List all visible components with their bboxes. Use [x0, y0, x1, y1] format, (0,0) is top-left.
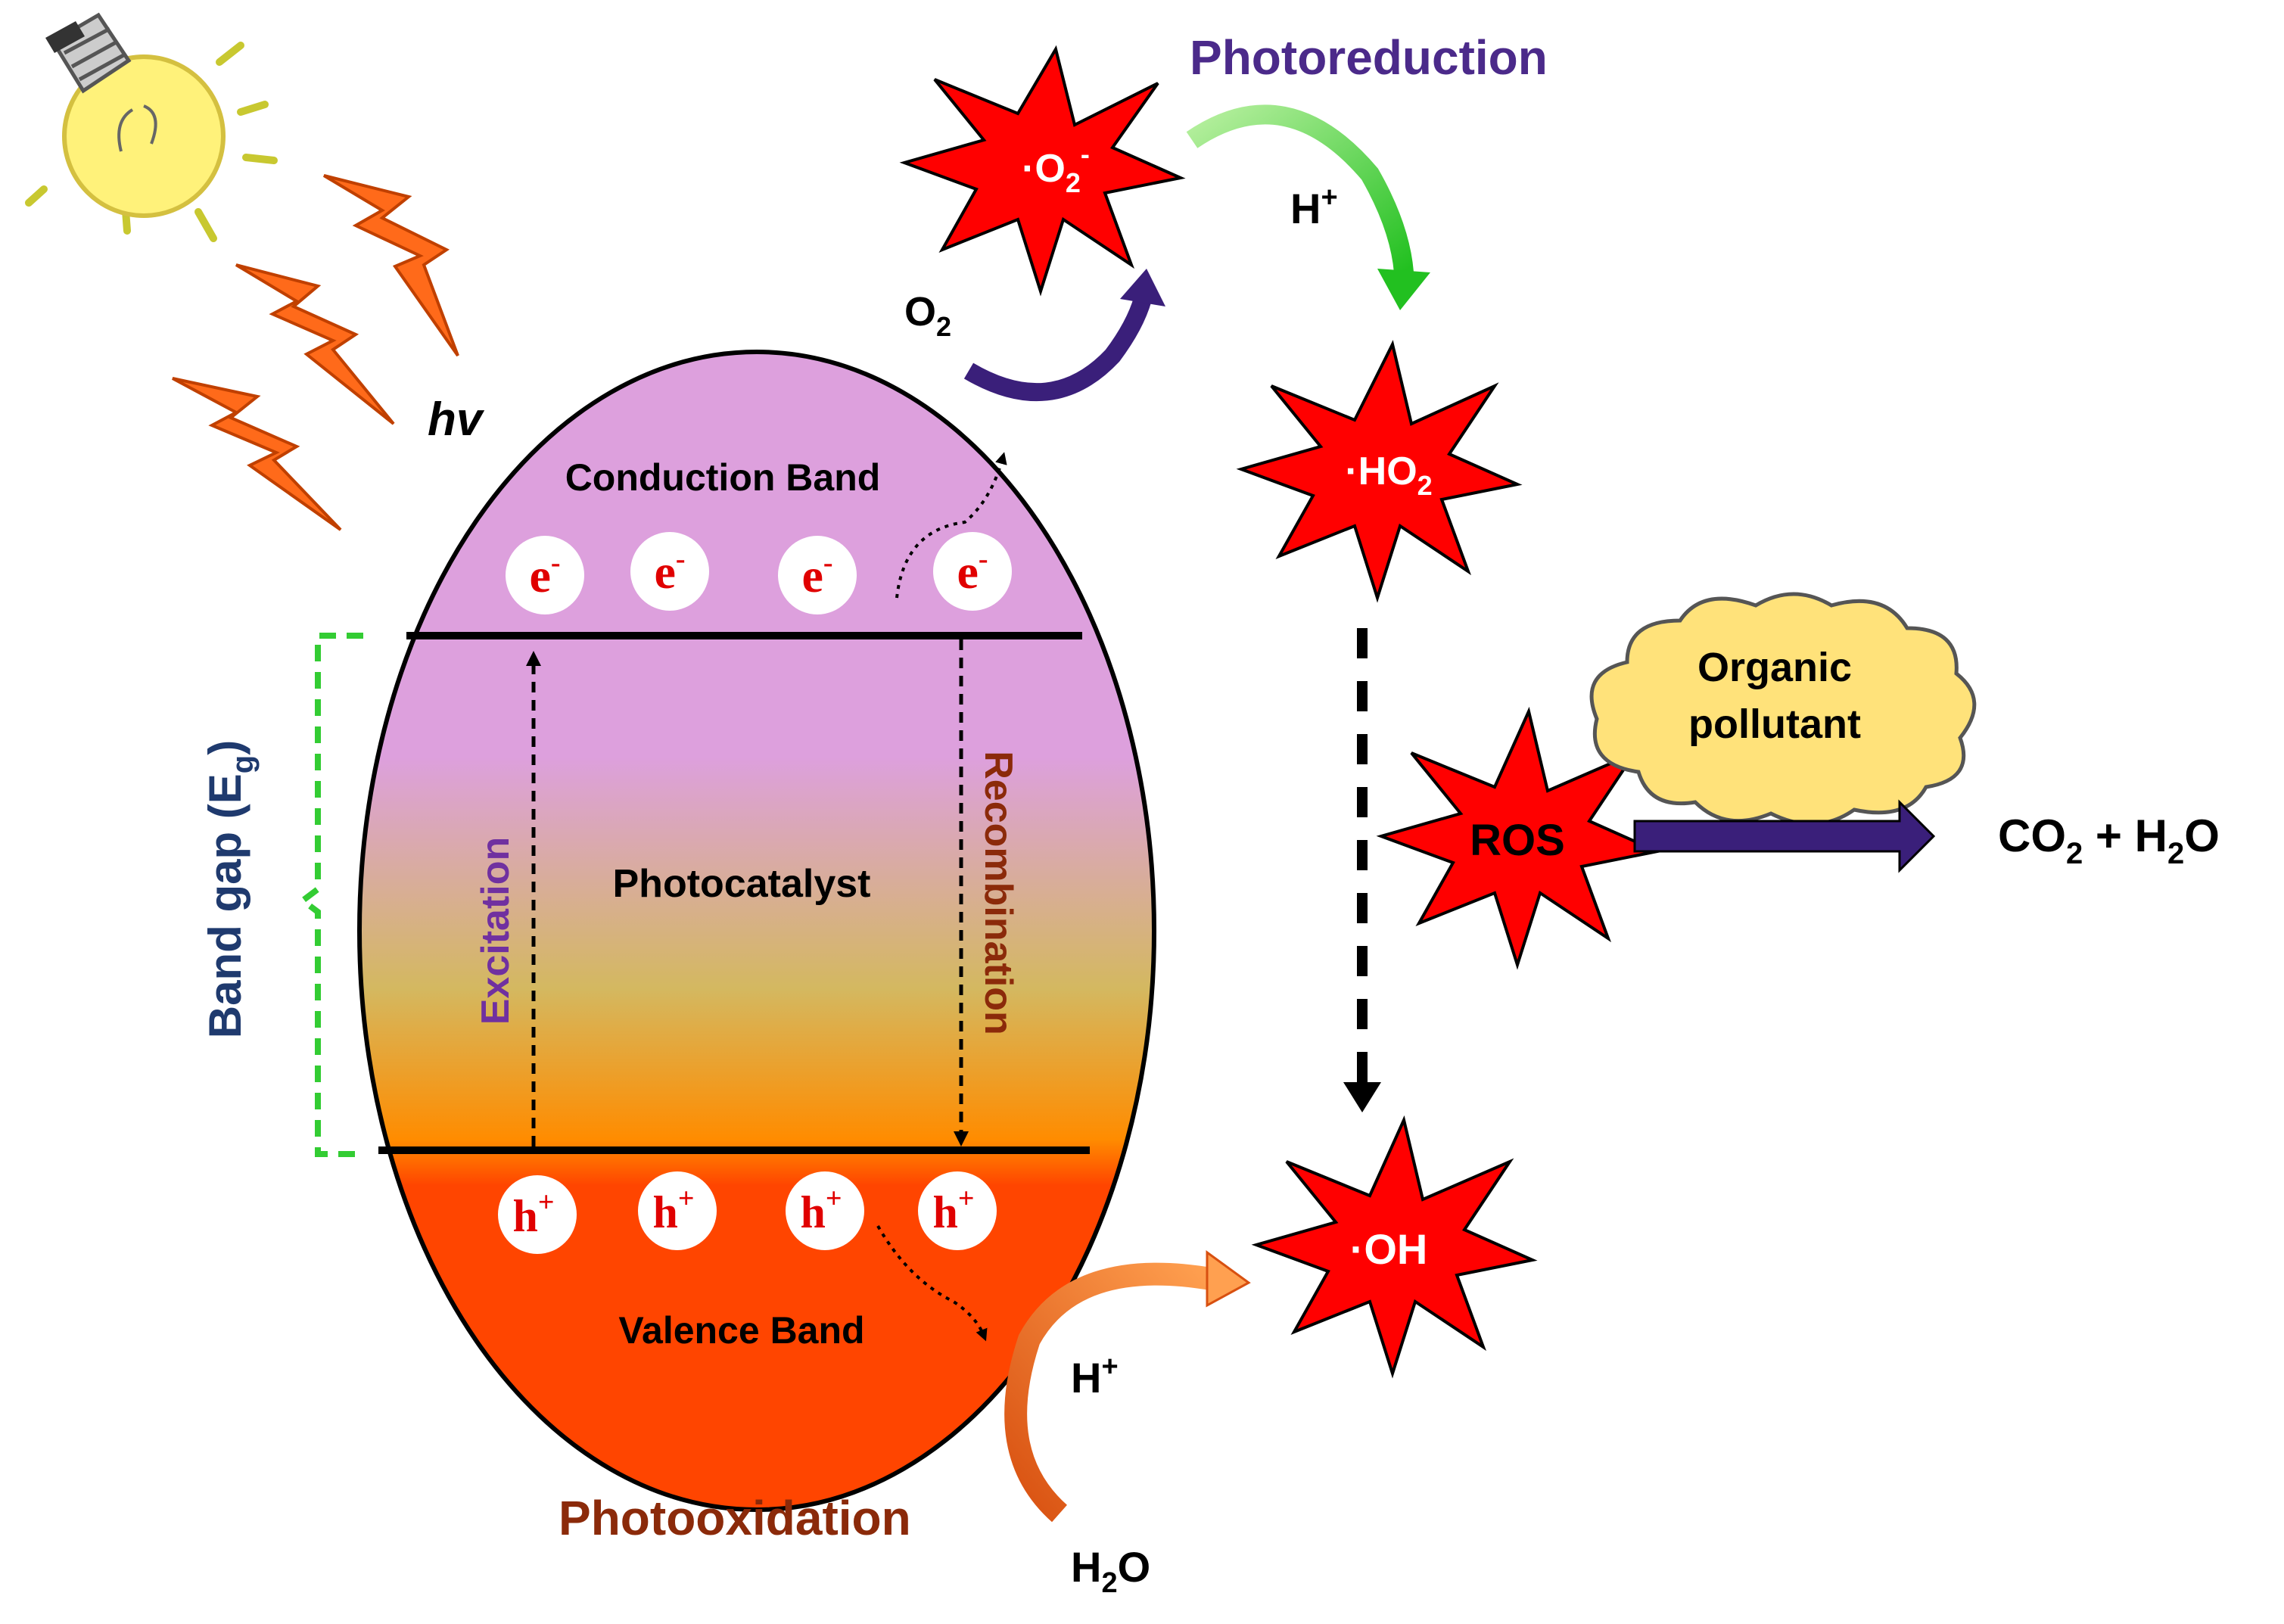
svg-text:e-: e-	[654, 543, 685, 599]
light-bulb-icon	[25, 12, 278, 242]
photoreduction-label: Photoreduction	[1190, 30, 1548, 85]
hole: h+	[786, 1171, 864, 1250]
organic-pollutant-label-2: pollutant	[1688, 702, 1861, 747]
hole: h+	[498, 1175, 577, 1254]
ros-label: ROS	[1470, 816, 1565, 865]
electron: e-	[778, 536, 857, 614]
hydroxyl-label: ·OH	[1350, 1225, 1428, 1273]
photocatalyst-label: Photocatalyst	[613, 862, 871, 906]
electrons-row: e- e- e- e-	[506, 532, 1012, 614]
photooxidation-label: Photooxidation	[559, 1491, 911, 1545]
hydroperoxyl-label: ·HO2	[1345, 450, 1432, 501]
hydroxyl-star	[1251, 1115, 1538, 1379]
hole: h+	[918, 1171, 997, 1250]
organic-pollutant-cloud	[1589, 592, 1977, 826]
svg-text:e-: e-	[801, 547, 832, 602]
degradation-arrow	[1633, 799, 1936, 873]
organic-pollutant-label-1: Organic	[1697, 645, 1852, 690]
svg-text:h+: h+	[652, 1183, 694, 1237]
water-label: H2O	[1071, 1543, 1150, 1599]
conduction-band-label: Conduction Band	[565, 456, 881, 499]
ros-dashed-arrowhead	[1343, 1082, 1381, 1112]
lightning-icons	[172, 174, 459, 531]
hydroperoxyl-star	[1236, 340, 1523, 603]
electron-transfer-arrow	[895, 452, 1007, 599]
ros-star	[1376, 706, 1663, 970]
electron: e-	[933, 532, 1012, 611]
superoxide-label: ·O2-	[1022, 138, 1090, 198]
svg-text:h+: h+	[512, 1187, 554, 1241]
band-gap-label: Band gap (Eg)	[200, 740, 260, 1038]
svg-text:h+: h+	[932, 1183, 974, 1237]
oxygen-label: O2	[904, 289, 951, 342]
svg-text:e-: e-	[957, 543, 988, 599]
electron: e-	[506, 536, 584, 614]
proton-label-bottom: H+	[1071, 1351, 1119, 1402]
svg-text:h+: h+	[800, 1183, 842, 1237]
band-gap-bracket	[297, 633, 363, 1157]
recombination-label: Recombination	[976, 751, 1020, 1035]
water-oxidation-arrow	[1004, 1262, 1213, 1523]
water-oxidation-arrowhead	[1206, 1250, 1251, 1308]
hole: h+	[638, 1171, 717, 1250]
proton-addition-arrow-top	[1186, 104, 1414, 274]
oxygen-reduction-arrowhead	[1120, 269, 1165, 306]
proton-label-top: H+	[1290, 182, 1338, 232]
electron: e-	[630, 532, 709, 611]
svg-text:e-: e-	[529, 547, 560, 602]
holes-row: h+ h+ h+ h+	[498, 1171, 997, 1254]
valence-band-label: Valence Band	[618, 1309, 864, 1352]
proton-addition-arrowhead-top	[1377, 269, 1430, 310]
products-label: CO2 + H2O	[1998, 810, 2220, 870]
hole-transfer-arrow	[876, 1225, 988, 1342]
hv-label: hv	[428, 394, 485, 446]
superoxide-star	[899, 45, 1186, 297]
oxygen-reduction-arrow	[963, 296, 1152, 402]
excitation-label: Excitation	[474, 837, 518, 1025]
